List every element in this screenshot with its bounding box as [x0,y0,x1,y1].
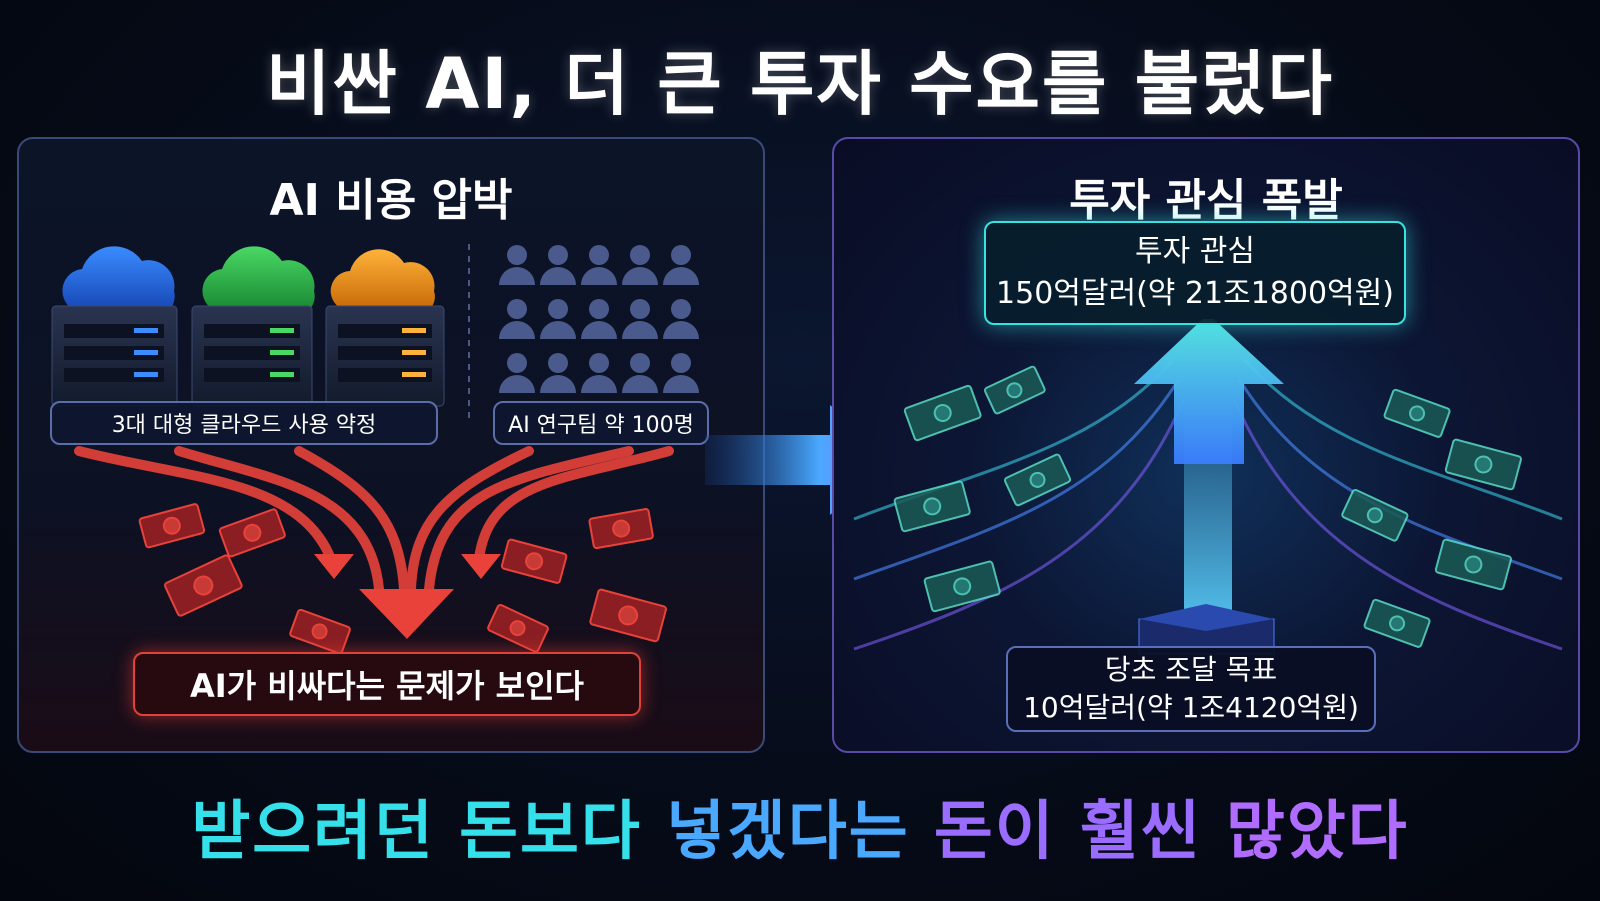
person-icon [663,353,699,393]
money-bill-icon [1003,453,1072,507]
bottom-headline: 받으려던 돈보다 넣겠다는 돈이 훨씬 많았다 [0,780,1600,872]
money-bill-icon [1363,598,1431,648]
person-icon [540,299,576,339]
money-bill-icon [893,480,971,533]
blue-cloud-icon [62,246,175,309]
cost-pressure-panel: AI 비용 압박 [17,137,765,753]
main-title: 비싼 AI, 더 큰 투자 수요를 불렀다 [266,43,1334,125]
person-icon [499,245,535,285]
red-arrow-head-main [359,589,454,639]
money-bill-icon [1434,538,1512,591]
person-icon [540,245,576,285]
person-icon [540,353,576,393]
money-bill-icon [138,503,206,549]
person-icon [581,353,617,393]
person-icon [581,299,617,339]
funding-target-amount: 10억달러(약 1조4120억원) [1023,691,1359,724]
investment-interest-title: 투자 관심 폭발 [1069,175,1343,226]
pedestal-cube-icon [1138,604,1275,655]
person-icon [622,245,658,285]
money-bill-icon [500,538,568,584]
money-bill-icon [218,508,286,558]
person-icon [622,353,658,393]
money-bill-icon [983,365,1046,415]
investment-interest-panel: 투자 관심 폭발 [832,137,1580,753]
person-icon [663,299,699,339]
money-bill-icon [163,554,243,617]
bottom-headline-part2: 넣겠다는 [666,795,910,869]
money-bill-icon [289,608,351,654]
money-bill-icon [1383,388,1451,438]
person-icon [499,353,535,393]
server-rack-icon-2 [191,305,313,407]
person-icon [581,245,617,285]
money-bill-icon [487,603,549,653]
cloud-server-illustration [51,246,445,407]
server-rack-icon-3 [325,305,445,407]
investment-interest-box: 투자 관심 150억달러(약 21조1800억원) [984,221,1406,325]
orange-cloud-icon [330,249,435,309]
research-team-label: AI 연구팀 약 100명 [493,401,709,445]
big-up-arrow-icon [1134,319,1284,464]
cost-converging-arrows [74,446,674,654]
research-team-people-icons [499,245,699,393]
person-icon [622,299,658,339]
cloud-commitment-label: 3대 대형 클라우드 사용 약정 [50,401,438,445]
funding-target-box: 당초 조달 목표 10억달러(약 1조4120억원) [1006,646,1376,732]
green-cloud-icon [202,246,315,309]
money-bill-icon [588,508,654,550]
money-bill-icon [923,560,1001,613]
cost-problem-label: AI가 비싸다는 문제가 보인다 [133,652,641,716]
cost-pressure-title: AI 비용 압박 [269,175,513,226]
funding-target-label: 당초 조달 목표 [1104,653,1278,686]
bottom-headline-part4: 많았다 [1226,795,1409,869]
person-icon [499,299,535,339]
investment-interest-label: 투자 관심 [1135,234,1255,269]
server-rack-icon-1 [51,305,178,407]
bottom-headline-part3: 돈이 훨씬 [933,795,1202,869]
money-bill-icon [1341,488,1409,542]
person-icon [663,245,699,285]
red-arrow-head-right [461,554,501,579]
money-bill-icon [589,588,667,643]
red-arrow-head-left [314,554,354,579]
money-bill-icon [903,384,982,442]
money-flow-illustration [853,319,1563,655]
bottom-headline-part1: 받으려던 돈보다 [191,795,642,869]
section-divider [468,244,470,424]
money-bill-icon [1444,438,1522,491]
investment-interest-amount: 150억달러(약 21조1800억원) [996,276,1394,311]
